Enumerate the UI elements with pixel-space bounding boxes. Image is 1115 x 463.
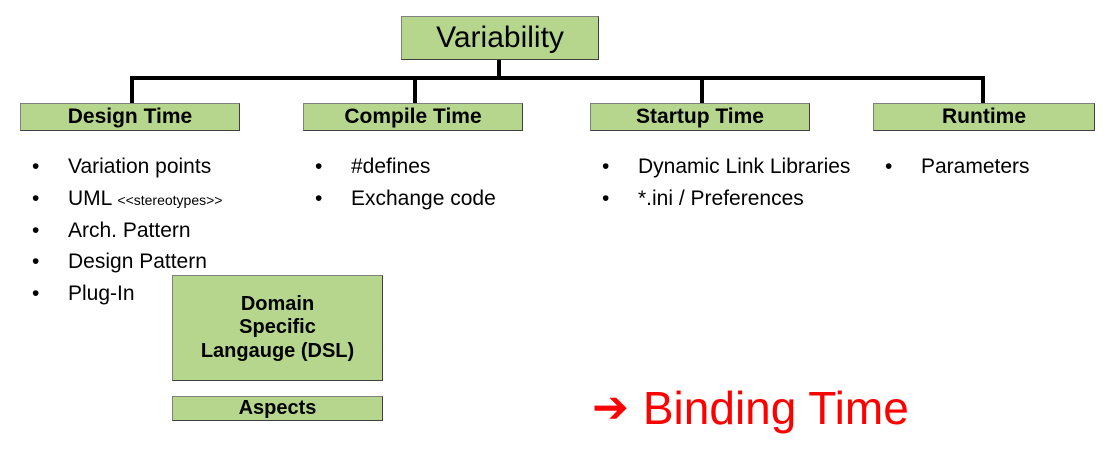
node-design-time-label: Design Time <box>67 104 193 128</box>
list-item: • Exchange code <box>305 184 555 214</box>
bullet-icon: • <box>32 250 40 274</box>
bullet-list-compile-time: • #defines • Exchange code <box>305 152 555 216</box>
node-runtime-label: Runtime <box>942 104 1026 128</box>
node-compile-time: Compile Time <box>303 103 523 131</box>
bullet-icon: • <box>32 282 40 306</box>
bullet-list-startup-time: • Dynamic Link Libraries • *.ini / Prefe… <box>592 152 857 216</box>
list-item-label: Dynamic Link Libraries <box>638 155 851 178</box>
right-arrow-icon: ➔ <box>592 383 629 432</box>
node-domain-specific-language-label: Domain Specific Langauge (DSL) <box>200 292 355 362</box>
bullet-icon: • <box>885 155 893 178</box>
list-item: • Design Pattern <box>22 247 292 277</box>
node-startup-time: Startup Time <box>590 103 810 131</box>
list-item: • Plug-In <box>22 279 292 309</box>
bullet-list-runtime: • Parameters <box>875 152 1105 184</box>
bullet-icon: • <box>32 186 40 210</box>
bullet-icon: • <box>315 186 323 210</box>
node-variability-label: Variability <box>436 21 564 55</box>
list-item-label: Arch. Pattern <box>68 218 191 242</box>
list-item: • Arch. Pattern <box>22 216 292 246</box>
list-item: • *.ini / Preferences <box>592 184 857 214</box>
connector-root-stem <box>497 60 501 79</box>
connector-drop-runtime <box>981 76 985 104</box>
list-item-label: Design Pattern <box>68 250 207 274</box>
node-variability: Variability <box>401 16 599 60</box>
list-item-label: Parameters <box>921 155 1030 178</box>
node-startup-time-label: Startup Time <box>636 104 764 128</box>
connector-drop-compile-time <box>413 76 417 104</box>
bullet-icon: • <box>315 155 323 178</box>
node-design-time: Design Time <box>20 103 240 131</box>
node-runtime: Runtime <box>873 103 1095 131</box>
list-item-label: *.ini / Preferences <box>638 186 804 210</box>
list-item-label: Exchange code <box>351 186 496 210</box>
bullet-icon: • <box>602 186 610 210</box>
list-item-label: Variation points <box>68 155 212 178</box>
list-item: • Dynamic Link Libraries <box>592 152 857 182</box>
list-item: • Parameters <box>875 152 1105 182</box>
connector-drop-design-time <box>130 76 134 104</box>
connector-drop-startup-time <box>700 76 704 104</box>
list-item: • #defines <box>305 152 555 182</box>
bullet-list-design-time: • Variation points • UML <<stereotypes>>… <box>22 152 292 311</box>
list-item-label: UML <box>68 186 118 210</box>
callout-binding-time-label: Binding Time <box>642 382 909 434</box>
node-aspects-label: Aspects <box>238 396 317 419</box>
list-item-note: <<stereotypes>> <box>117 191 223 208</box>
bullet-icon: • <box>32 218 40 242</box>
callout-binding-time: ➔ Binding Time <box>592 385 909 431</box>
list-item-label: #defines <box>351 155 431 178</box>
node-domain-specific-language: Domain Specific Langauge (DSL) <box>172 275 383 381</box>
list-item: • UML <<stereotypes>> <box>22 184 292 214</box>
list-item: • Variation points <box>22 152 292 182</box>
bullet-icon: • <box>32 155 40 178</box>
bullet-icon: • <box>602 155 610 178</box>
list-item-label: Plug-In <box>68 282 135 306</box>
connector-horizontal-bus <box>130 76 985 80</box>
node-aspects: Aspects <box>172 396 383 421</box>
node-compile-time-label: Compile Time <box>344 104 482 128</box>
